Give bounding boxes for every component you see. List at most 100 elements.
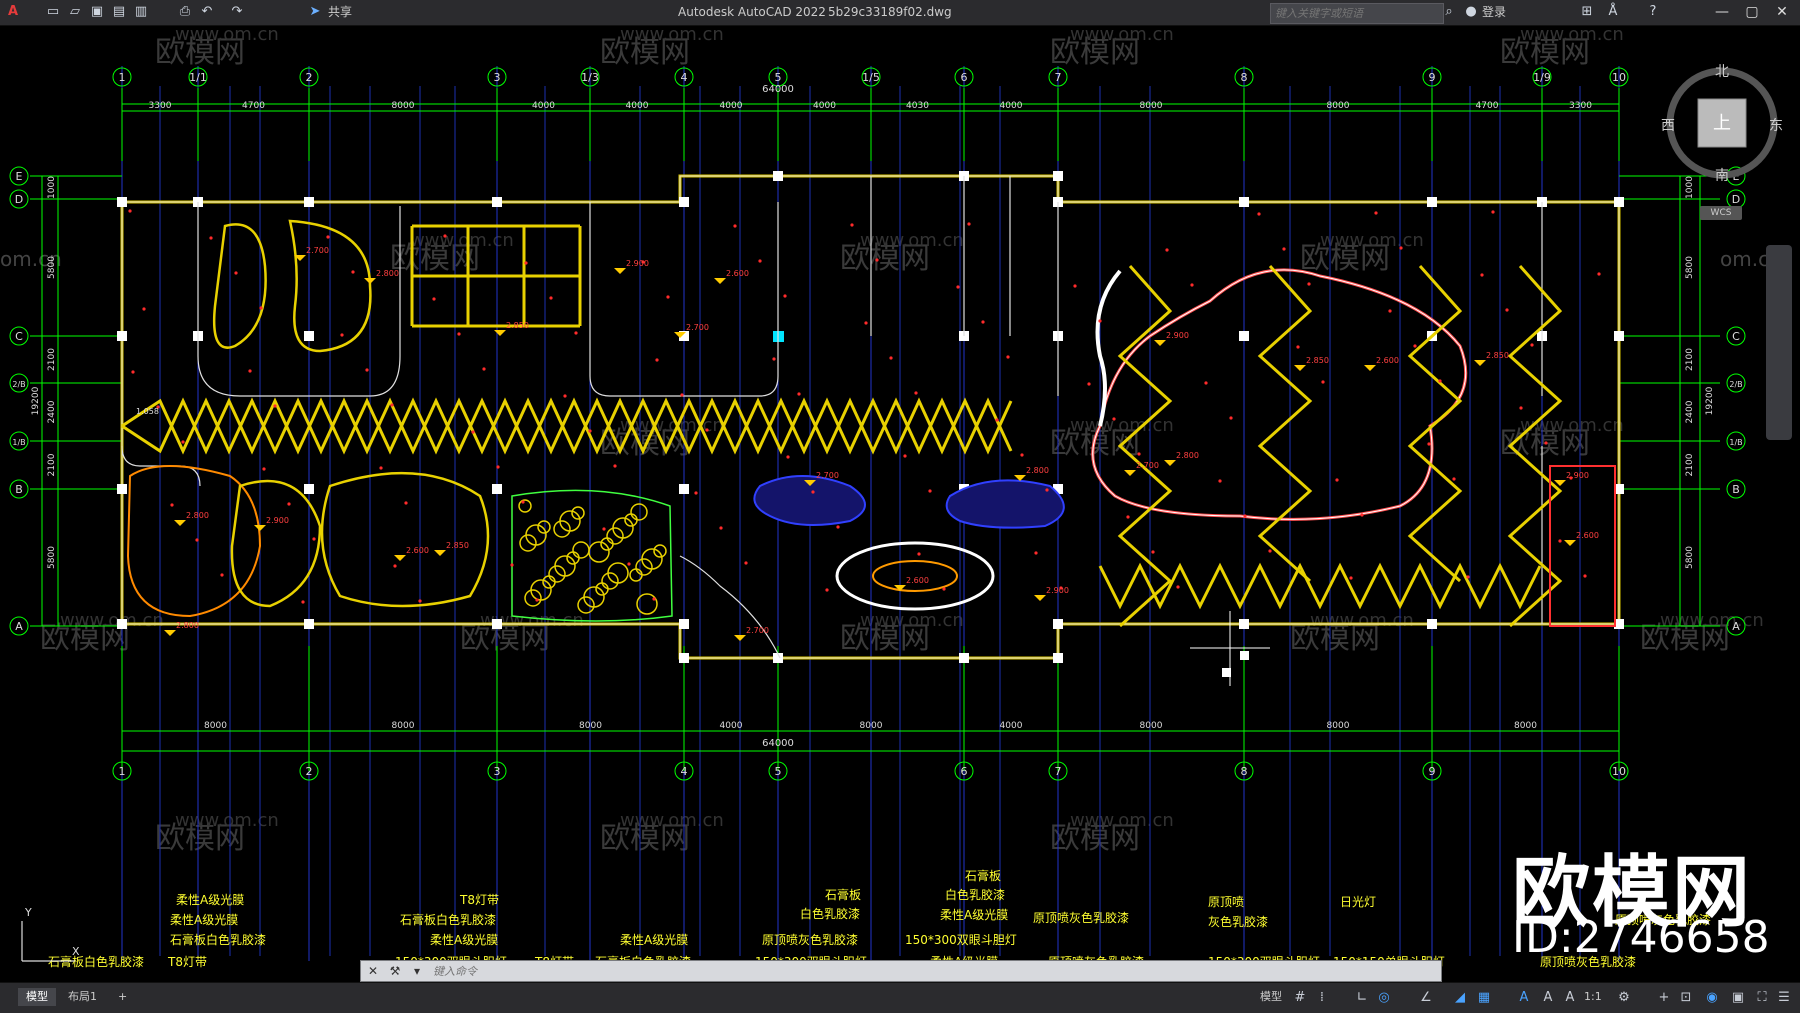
cart-icon[interactable]: ⊞ <box>1581 4 1593 19</box>
ucs-y-label: Y <box>24 906 32 919</box>
downlight <box>783 294 787 298</box>
light-film <box>126 465 262 618</box>
downlight <box>1374 211 1378 215</box>
redo-icon[interactable]: ↷ <box>231 4 243 19</box>
elevation-marker <box>1034 595 1046 601</box>
help-icon[interactable]: ? <box>1649 4 1657 19</box>
row-bubble <box>1726 479 1746 499</box>
command-line[interactable]: ✕ ⚒ ▾ <box>360 960 1442 982</box>
scale-label[interactable]: 1:1 <box>1584 990 1602 1003</box>
zigzag-ceiling <box>121 397 1013 455</box>
bubble-circle <box>577 596 595 614</box>
plus-icon[interactable]: + <box>1658 990 1670 1005</box>
search-input[interactable] <box>1270 3 1444 24</box>
annotation-icon[interactable]: A <box>1519 990 1529 1005</box>
ortho-icon[interactable]: ∟ <box>1356 990 1368 1005</box>
downlight <box>1268 549 1272 553</box>
hardware-accel-icon[interactable]: ▣ <box>1731 990 1745 1005</box>
model-space-label[interactable]: 模型 <box>1260 990 1282 1003</box>
add-layout-button[interactable]: + <box>118 990 128 1003</box>
gear-icon[interactable]: ⚙ <box>1618 990 1630 1005</box>
new-file-icon[interactable]: ▭ <box>46 4 60 19</box>
close-cmd-icon[interactable]: ✕ <box>367 964 379 978</box>
elevation-value: 2.700 <box>746 626 769 635</box>
title-bar: A ▭ ▱ ▣ ▤ ▥ ⎙ ↶ ↷ ➤ 共享 Autodesk AutoCAD … <box>0 0 1800 26</box>
units-icon[interactable]: ⊡ <box>1680 990 1692 1005</box>
print-icon[interactable]: ⎙ <box>179 4 191 19</box>
elevation-value: 2.800 <box>376 269 399 278</box>
close-button[interactable]: ✕ <box>1776 4 1788 20</box>
polar-icon[interactable]: ◎ <box>1378 990 1390 1005</box>
cmd-history-icon[interactable]: ▾ <box>413 964 421 978</box>
tab-model[interactable]: 模型 <box>18 988 56 1006</box>
cad-drawing[interactable]: 欧模网www.om.cn欧模网www.om.cn欧模网www.om.cn欧模网w… <box>0 26 1800 980</box>
bubble-circle <box>630 503 648 521</box>
snap-icon[interactable]: ⁞ <box>1319 990 1325 1005</box>
elevation-marker <box>494 330 506 336</box>
downlight <box>1176 585 1180 589</box>
undo-icon[interactable]: ↶ <box>201 4 213 19</box>
zigzag-lights <box>1117 265 1173 628</box>
tab-layout1[interactable]: 布局1 <box>68 990 97 1003</box>
annotation-label: 石膏板白色乳胶漆 <box>400 912 496 927</box>
annotation-label: 石膏板 <box>825 887 861 902</box>
downlight <box>1544 441 1548 445</box>
autocad-logo-icon[interactable]: A <box>7 4 19 19</box>
wrench-icon[interactable]: ⚒ <box>389 964 401 978</box>
grid-icon[interactable]: # <box>1294 990 1306 1005</box>
axis-bubble <box>674 761 694 781</box>
watermark-short-text: om.cn <box>0 247 62 271</box>
isolate-icon[interactable]: ◉ <box>1706 990 1718 1005</box>
downlight <box>259 306 263 310</box>
share-icon[interactable]: ➤ <box>309 4 321 19</box>
autoscale-icon[interactable]: A <box>1565 990 1575 1005</box>
axis-label: 5 <box>775 765 782 778</box>
structural-column <box>959 653 969 663</box>
annotation-visibility-icon[interactable]: A <box>1543 990 1553 1005</box>
axis-label: 1/1 <box>189 71 207 84</box>
lineweight-icon[interactable]: ◢ <box>1455 990 1465 1005</box>
save-icon[interactable]: ▣ <box>90 4 104 19</box>
osnap-icon[interactable]: ∠ <box>1420 990 1432 1005</box>
structural-column <box>1239 331 1249 341</box>
save-as-icon[interactable]: ▤ <box>112 4 126 19</box>
transparency-icon[interactable]: ▦ <box>1477 990 1491 1005</box>
downlight <box>1020 453 1024 457</box>
annotation-label: 石膏板白色乳胶漆 <box>170 932 266 947</box>
wcs-label[interactable]: WCS <box>1700 206 1742 220</box>
command-input[interactable] <box>433 961 1333 981</box>
fullscreen-icon[interactable]: ⛶ <box>1757 990 1767 1005</box>
dimension-value: 8000 <box>392 101 415 111</box>
login-label[interactable]: 登录 <box>1482 5 1507 19</box>
dimension-value: 4000 <box>720 101 743 111</box>
maximize-button[interactable]: ▢ <box>1745 4 1759 20</box>
autodesk-app-icon[interactable]: Å <box>1608 4 1618 19</box>
annotation-label: 原顶喷 <box>1208 895 1244 909</box>
dimension-value: 1000 <box>47 176 57 199</box>
downlight <box>1427 442 1431 446</box>
elevation-value: 2.850 <box>1306 356 1329 365</box>
axis-label: 1 <box>119 71 126 84</box>
minimize-button[interactable]: — <box>1715 4 1729 20</box>
row-bubble <box>1726 326 1746 346</box>
axis-bubble <box>954 67 974 87</box>
axis-label: 4 <box>681 765 688 778</box>
search-icon[interactable]: ⌕ <box>1445 4 1453 19</box>
user-icon[interactable]: ● <box>1465 4 1477 19</box>
watermark-site-text: www.om.cn <box>410 230 514 251</box>
annotation-label: 原顶喷灰色乳胶漆 <box>1033 910 1129 925</box>
zigzag-lights <box>1407 265 1463 583</box>
elevation-marker <box>894 585 906 591</box>
island-ceiling <box>945 479 1065 529</box>
plot-icon[interactable]: ▥ <box>134 4 148 19</box>
axis-bubble <box>1048 761 1068 781</box>
navigation-bar[interactable] <box>1766 245 1792 440</box>
viewcube-north: 北 <box>1715 64 1729 80</box>
share-label[interactable]: 共享 <box>328 5 353 19</box>
dimension-value: 5800 <box>47 546 57 569</box>
viewcube-south: 南 <box>1715 168 1729 184</box>
open-file-icon[interactable]: ▱ <box>70 4 80 19</box>
downlight <box>917 552 921 556</box>
customize-icon[interactable]: ☰ <box>1778 990 1790 1005</box>
